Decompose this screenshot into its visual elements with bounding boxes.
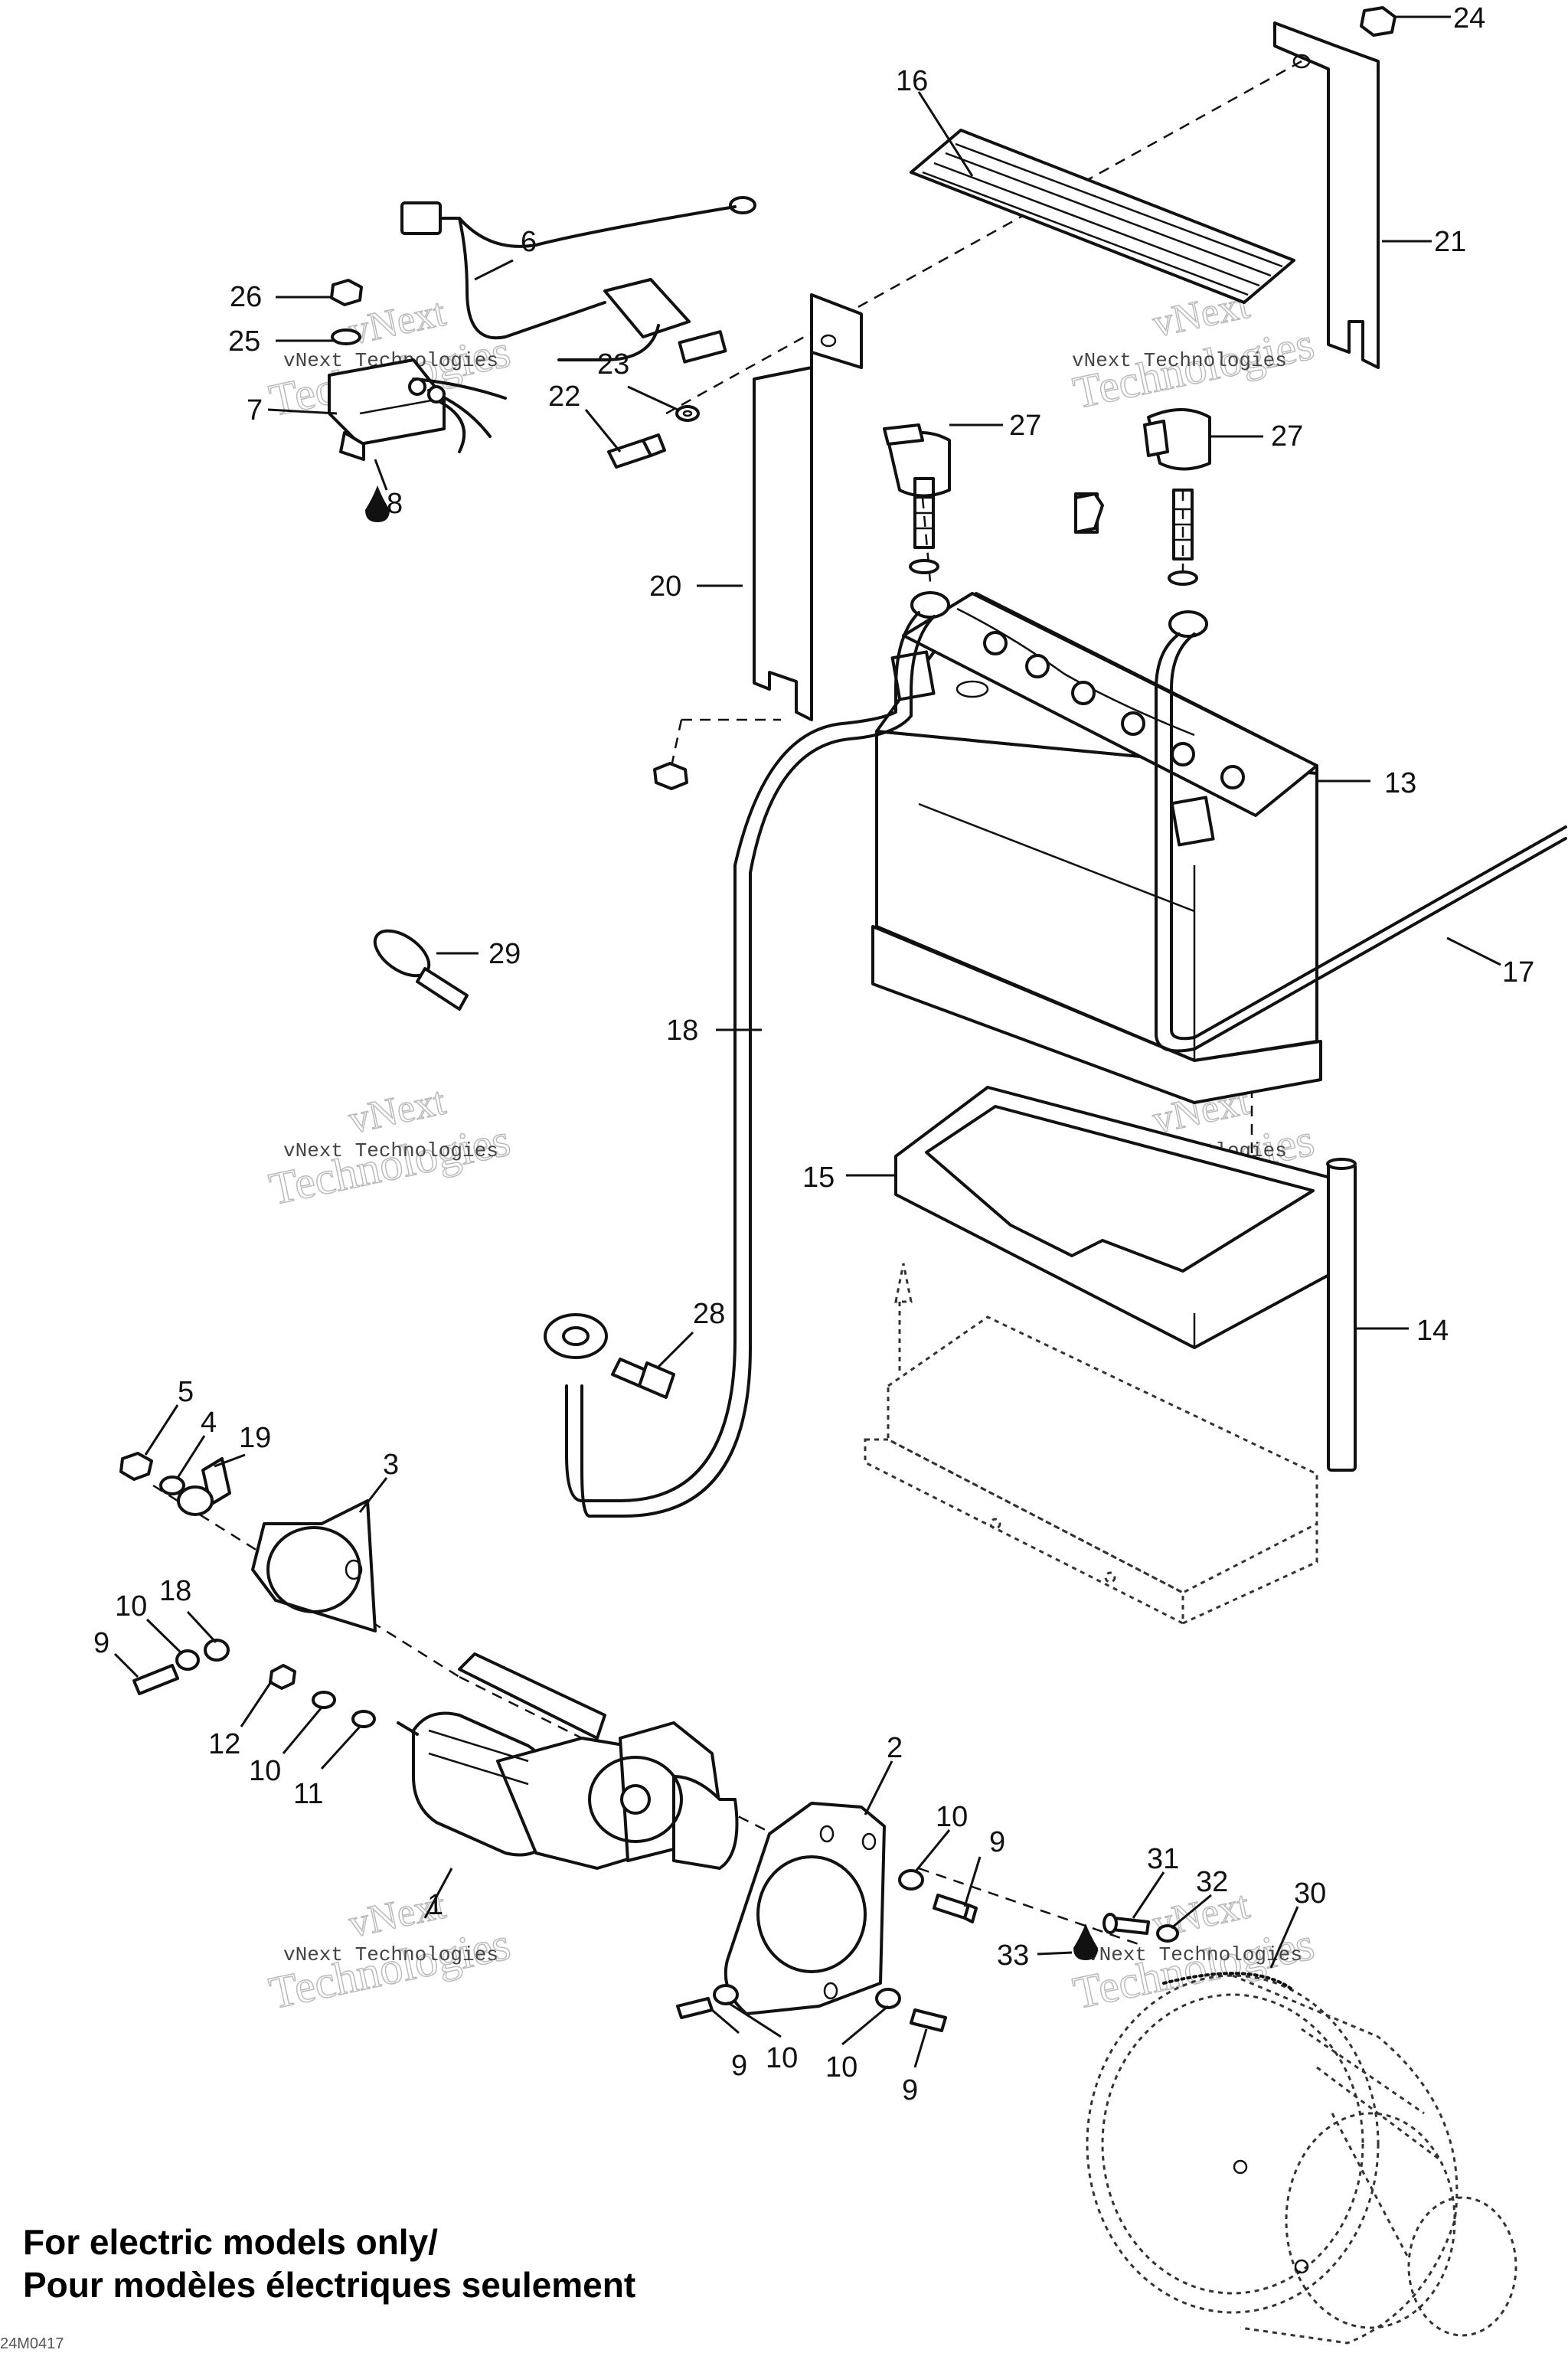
- washer-4: [159, 1476, 185, 1495]
- callout-3: 3: [383, 1449, 399, 1481]
- bolt-28: [611, 1358, 675, 1399]
- washer-23: [675, 405, 700, 422]
- battery-tray-15: [894, 1086, 1338, 1350]
- watermark-text: vNext Technologies: [1087, 1943, 1302, 1966]
- wiring-harness-6: [400, 196, 756, 364]
- callout-9: 9: [731, 2050, 747, 2082]
- fasteners-right: [676, 1869, 978, 2032]
- callout-32: 32: [1196, 1866, 1228, 1898]
- callout-6: 6: [521, 226, 537, 258]
- flywheel-ring-gear-30: [1086, 1972, 1517, 2345]
- leader-lines: [113, 15, 1501, 2068]
- callout-8: 8: [387, 488, 403, 520]
- thread-locker-drop-33: [1073, 1923, 1098, 1960]
- battery-13: [871, 592, 1322, 1104]
- callout-10: 10: [825, 2051, 858, 2083]
- callout-19: 19: [239, 1422, 271, 1454]
- screw: [1074, 492, 1104, 534]
- callout-21: 21: [1434, 226, 1466, 258]
- callout-10: 10: [115, 1590, 147, 1623]
- tie-wrap-29: [373, 929, 469, 1011]
- callout-14: 14: [1416, 1315, 1449, 1347]
- callout-18: 18: [666, 1015, 698, 1047]
- callout-30: 30: [1294, 1877, 1326, 1910]
- nut-5: [119, 1452, 153, 1481]
- watermark-text: vNext Technologies: [1072, 349, 1287, 372]
- watermark-text: vNext Technologies: [283, 1139, 498, 1162]
- callout-27-right: 27: [1271, 420, 1303, 453]
- callout-12: 12: [208, 1728, 240, 1760]
- starter-motor-1: [397, 1652, 739, 1870]
- callout-20: 20: [649, 570, 681, 603]
- callout-23: 23: [597, 348, 629, 381]
- callout-11: 11: [293, 1778, 323, 1810]
- washer-32: [1156, 1924, 1179, 1943]
- callout-10: 10: [936, 1801, 968, 1833]
- callout-7: 7: [247, 394, 263, 426]
- callout-9: 9: [93, 1627, 109, 1659]
- screw-31: [1102, 1913, 1150, 1935]
- callout-10: 10: [249, 1755, 281, 1787]
- callout-2: 2: [887, 1732, 903, 1764]
- starter-bracket-2: [724, 1802, 886, 2015]
- watermark-text: vNext Technologies: [283, 1943, 498, 1966]
- callout-4: 4: [201, 1407, 217, 1439]
- battery-cable-18: [544, 591, 950, 1518]
- callout-5: 5: [178, 1376, 194, 1408]
- callout-24: 24: [1453, 2, 1485, 34]
- callout-9: 9: [989, 1826, 1005, 1858]
- fasteners-left: [132, 1639, 376, 1728]
- terminal-screws: [909, 477, 1198, 586]
- callout-22: 22: [548, 381, 580, 413]
- nut-24: [1360, 6, 1396, 37]
- callout-15: 15: [802, 1162, 835, 1194]
- callout-28: 28: [693, 1298, 725, 1330]
- callout-29: 29: [488, 938, 521, 970]
- callout-17: 17: [1502, 956, 1534, 989]
- washer-25: [331, 328, 361, 345]
- watermark: vNext Technologies: [1068, 283, 1318, 419]
- callout-27-left: 27: [1009, 410, 1041, 442]
- footer-note: For electric models only/ Pour modèles é…: [23, 2221, 635, 2306]
- callout-18: 18: [159, 1575, 191, 1607]
- callout-10: 10: [766, 2042, 798, 2074]
- nut: [653, 762, 688, 790]
- battery-base: [864, 1263, 1318, 1626]
- callout-31: 31: [1147, 1843, 1179, 1875]
- nut-26: [330, 279, 363, 306]
- callout-25: 25: [228, 325, 260, 358]
- battery-pad-16: [910, 129, 1295, 304]
- callout-33: 33: [997, 1940, 1029, 1972]
- hold-down-rod-14: [1326, 1158, 1357, 1472]
- starter-relay-7: [328, 358, 507, 461]
- document-code: 24M0417: [0, 2335, 64, 2352]
- footer-note-line-1: For electric models only/: [23, 2222, 438, 2262]
- callouts: 24 16 21 6 26 25 23 7 22 8 27 27 20 13 1…: [93, 2, 1534, 2106]
- terminal-cap-27-right: [1143, 408, 1211, 471]
- thread-locker-drop-8: [365, 485, 390, 522]
- bracket-19: [177, 1457, 231, 1516]
- callout-9: 9: [902, 2074, 918, 2106]
- battery-cable-17: [1155, 610, 1567, 1053]
- battery-support-20: [753, 293, 863, 721]
- bolt-22: [607, 433, 666, 469]
- callout-1: 1: [427, 1889, 443, 1921]
- terminal-cap-27-left: [883, 423, 951, 498]
- callout-16: 16: [896, 65, 928, 97]
- starter-support-3: [251, 1499, 377, 1632]
- callout-13: 13: [1384, 767, 1416, 799]
- hold-down-bracket-21: [1273, 21, 1380, 369]
- callout-26: 26: [230, 281, 262, 313]
- footer-note-line-2: Pour modèles électriques seulement: [23, 2265, 636, 2305]
